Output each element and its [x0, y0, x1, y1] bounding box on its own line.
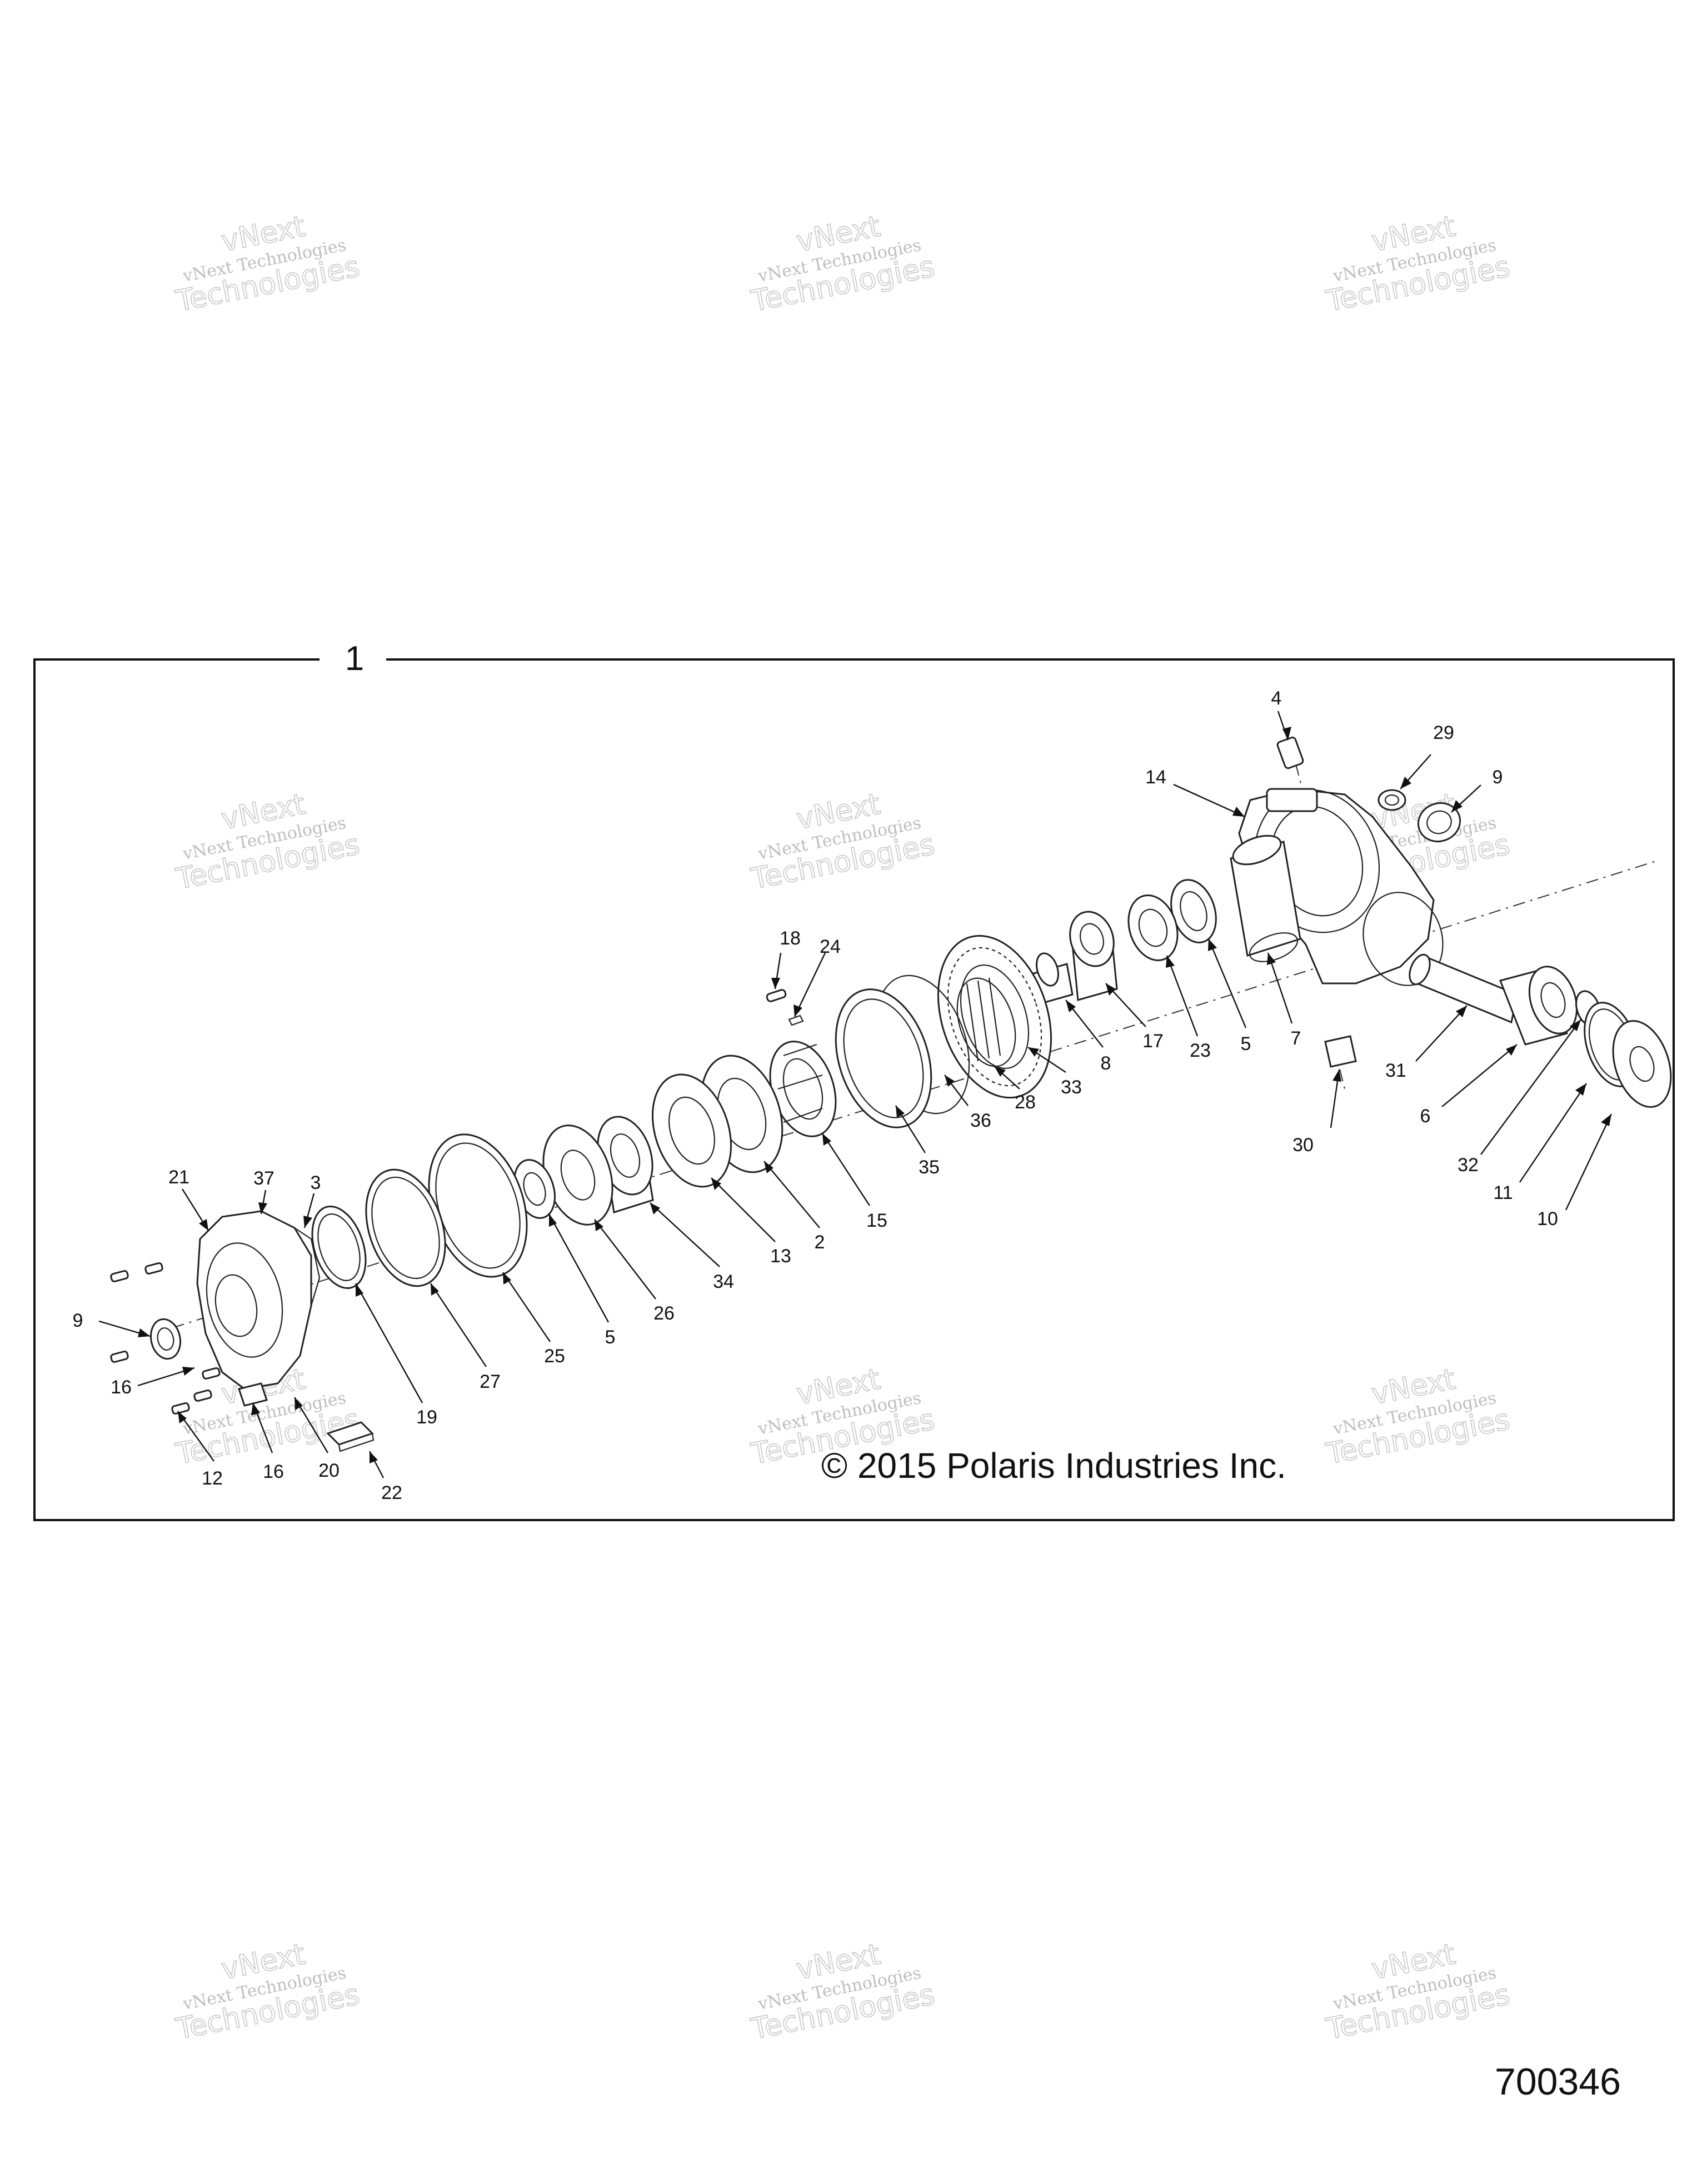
callouts: 4 29 9 14 18 24 7 5 23 17 8 33 28 36 35 … — [73, 688, 1558, 1503]
fitting-part-4 — [1276, 736, 1304, 769]
callout-35: 35 — [919, 1157, 940, 1178]
callout-5-upper: 5 — [1241, 1033, 1251, 1054]
callout-9-lower: 9 — [73, 1310, 83, 1331]
group-number: 1 — [345, 639, 364, 678]
callout-16-lower: 16 — [263, 1461, 284, 1482]
callout-15: 15 — [866, 1210, 887, 1231]
seal-part-9-lower — [149, 1318, 182, 1360]
callout-20: 20 — [318, 1460, 340, 1481]
callout-18: 18 — [780, 928, 801, 949]
callout-31: 31 — [1385, 1060, 1406, 1081]
watermark: vNext vNext Technologies Technologies — [173, 787, 363, 897]
copyright-notice: © 2015 Polaris Industries Inc. — [821, 1446, 1286, 1486]
plate-part-13 — [651, 1073, 732, 1188]
callout-5-lower: 5 — [605, 1327, 616, 1348]
watermark: vNext vNext Technologies Technologies — [748, 787, 938, 897]
drawing-number: 700346 — [1495, 2061, 1621, 2103]
plug-part-30 — [1324, 1035, 1357, 1068]
sleeve-part-7 — [1230, 834, 1301, 962]
callout-32: 32 — [1458, 1155, 1479, 1176]
callout-30: 30 — [1292, 1135, 1314, 1156]
plug-part-29 — [1377, 789, 1406, 811]
callout-12: 12 — [202, 1468, 223, 1489]
callout-13: 13 — [770, 1246, 791, 1267]
sensor-part-22 — [326, 1421, 375, 1452]
leader-lines — [98, 711, 1613, 1478]
callout-3: 3 — [311, 1172, 321, 1193]
ring-part-27 — [365, 1168, 446, 1287]
callout-6: 6 — [1420, 1106, 1431, 1127]
cover-part-10 — [1612, 1019, 1672, 1108]
watermark: vNext vNext Technologies Technologies — [1323, 1937, 1513, 2047]
callout-28: 28 — [1015, 1092, 1036, 1113]
callout-33: 33 — [1061, 1077, 1082, 1098]
callout-14: 14 — [1145, 767, 1166, 788]
callout-7: 7 — [1291, 1028, 1301, 1049]
callout-25: 25 — [544, 1346, 565, 1367]
shaft-part-31 — [1409, 953, 1518, 1024]
pin-part-18 — [766, 989, 787, 1002]
callout-2: 2 — [815, 1232, 825, 1253]
callout-24: 24 — [820, 936, 841, 957]
callout-10: 10 — [1537, 1208, 1558, 1230]
callout-17: 17 — [1142, 1031, 1164, 1052]
callout-9-upper: 9 — [1493, 767, 1503, 788]
spacer-part-23 — [1127, 894, 1179, 962]
watermark: vNext vNext Technologies Technologies — [748, 1937, 938, 2047]
callout-37: 37 — [253, 1168, 274, 1189]
callout-27: 27 — [480, 1371, 501, 1392]
roller-cage-part-28 — [956, 977, 1016, 1067]
watermark: vNext vNext Technologies Technologies — [173, 209, 363, 319]
watermark: vNext vNext Technologies Technologies — [1323, 1362, 1513, 1472]
retainer-part-35 — [835, 988, 932, 1128]
seal-part-9-upper — [1417, 802, 1461, 842]
clip-part-24 — [788, 1014, 804, 1026]
callout-21: 21 — [168, 1167, 189, 1188]
callout-8: 8 — [1101, 1053, 1111, 1074]
callout-34: 34 — [713, 1271, 734, 1292]
callout-22: 22 — [381, 1482, 402, 1503]
group-frame: 1 — [33, 639, 1675, 1521]
watermark-layer: vNext vNext Technologies Technologies vN… — [173, 209, 1513, 2047]
callout-36: 36 — [970, 1110, 991, 1131]
watermark: vNext vNext Technologies Technologies — [173, 1937, 363, 2047]
callout-23: 23 — [1190, 1040, 1211, 1061]
callout-26: 26 — [653, 1303, 675, 1324]
callout-29: 29 — [1433, 722, 1454, 743]
bolts-part-12-16 — [110, 1262, 221, 1415]
callout-16-upper: 16 — [111, 1377, 132, 1398]
parts-layer — [110, 736, 1672, 1452]
sleeve-part-17 — [1069, 911, 1118, 1001]
bracket-part-20 — [238, 1382, 268, 1407]
watermark: vNext vNext Technologies Technologies — [748, 209, 938, 319]
callout-11: 11 — [1493, 1182, 1513, 1203]
bearing-part-6 — [1499, 966, 1578, 1046]
ring-part-19 — [311, 1205, 367, 1290]
watermark: vNext vNext Technologies Technologies — [1323, 209, 1513, 319]
callout-4: 4 — [1271, 688, 1282, 709]
callout-19: 19 — [416, 1407, 437, 1428]
